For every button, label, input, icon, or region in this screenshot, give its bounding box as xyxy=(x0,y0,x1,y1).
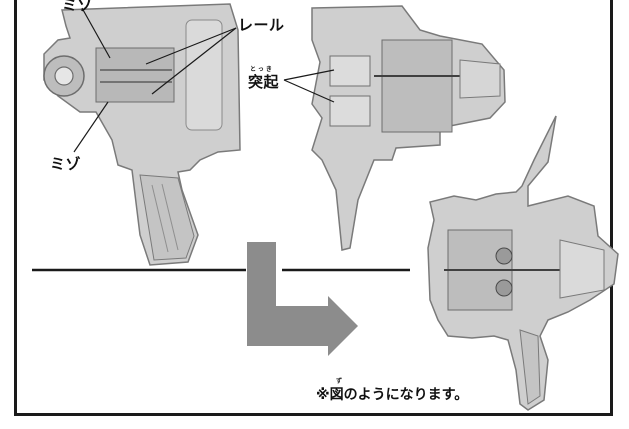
label-rail: レール xyxy=(238,16,285,34)
label-note-ruby: ず xyxy=(336,378,345,385)
down-right-elbow-arrow-icon xyxy=(247,242,358,356)
label-note: ※図のようになります。 xyxy=(316,387,469,403)
leader-rail-1 xyxy=(145,27,237,65)
leader-protrusion-2 xyxy=(283,79,335,103)
label-groove-top: ミゾ xyxy=(62,0,94,14)
frame-bottom-border xyxy=(14,413,613,416)
label-protrusion: 突起 xyxy=(248,73,280,91)
label-groove-bottom: ミゾ xyxy=(50,155,82,173)
assembled-part-illustration xyxy=(427,115,619,411)
leader-rail-2 xyxy=(151,27,237,95)
leader-groove-bottom xyxy=(73,101,109,153)
leader-protrusion-1 xyxy=(283,69,335,81)
frame-right-border xyxy=(610,0,613,416)
grip-part-illustration xyxy=(43,3,241,266)
leader-groove-top xyxy=(81,7,111,59)
label-protrusion-ruby: とっき xyxy=(250,66,274,73)
frame-left-border xyxy=(14,0,17,416)
middle-part-illustration xyxy=(311,5,506,251)
